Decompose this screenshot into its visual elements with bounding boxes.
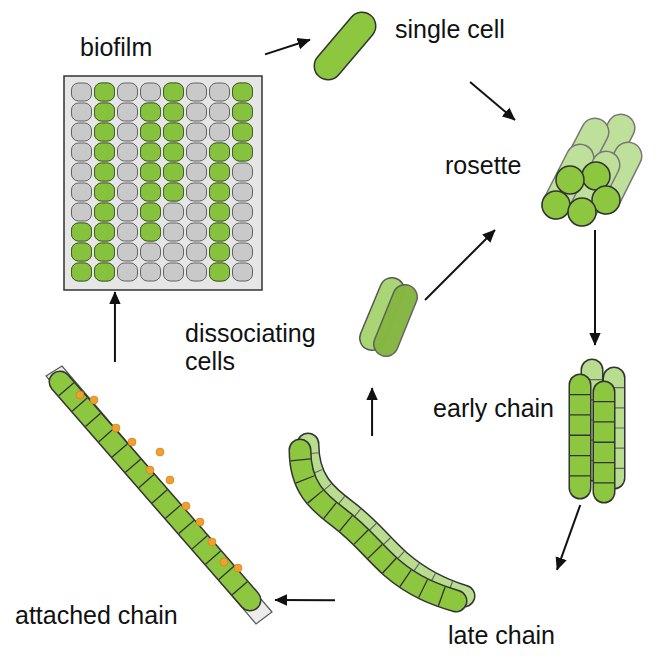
stage-node: single cell (310, 8, 540, 82)
stage-label: biofilm (80, 34, 152, 62)
green-cells (162, 82, 185, 202)
stage-node: biofilm (60, 28, 265, 292)
late-chain-picture (300, 444, 464, 601)
green-cells (231, 82, 254, 162)
early-chain-picture (580, 370, 614, 492)
attachment-dots (76, 391, 242, 572)
stage-node: late chain (335, 436, 557, 652)
green-cells (139, 102, 162, 242)
stage-label: early chain (433, 395, 554, 423)
cycle-arrow (425, 230, 495, 300)
single-cell-picture (328, 26, 362, 66)
surface (46, 366, 272, 624)
stage-label: late chain (448, 622, 555, 650)
dissociating-cells-picture (372, 290, 405, 344)
green-cells (93, 82, 116, 282)
stage-label: attached chain (15, 602, 178, 630)
biofilm-picture (64, 76, 262, 290)
stage-node: early chain (562, 345, 638, 505)
cycle-arrow (275, 599, 335, 601)
stage-node: rosette (440, 120, 640, 230)
grey-cells (70, 82, 254, 282)
cycle-arrow (114, 292, 116, 362)
cycle-arrow (265, 40, 310, 55)
green-cells (70, 222, 93, 282)
biofilm-box (64, 76, 262, 290)
rosette-picture (542, 128, 628, 226)
cycle-arrow (371, 388, 373, 436)
stage-node: attached chain (10, 362, 275, 642)
green-cells (208, 142, 231, 282)
stage-node: dissociating cells (180, 268, 425, 388)
stage-label: rosette (445, 152, 521, 180)
cycle-arrow (594, 230, 596, 345)
stage-label: single cell (395, 16, 505, 44)
cycle-arrow (557, 505, 580, 570)
cycle-arrow (470, 82, 515, 120)
attached-chain-picture (46, 366, 272, 624)
stage-label: dissociating cells (185, 320, 345, 375)
